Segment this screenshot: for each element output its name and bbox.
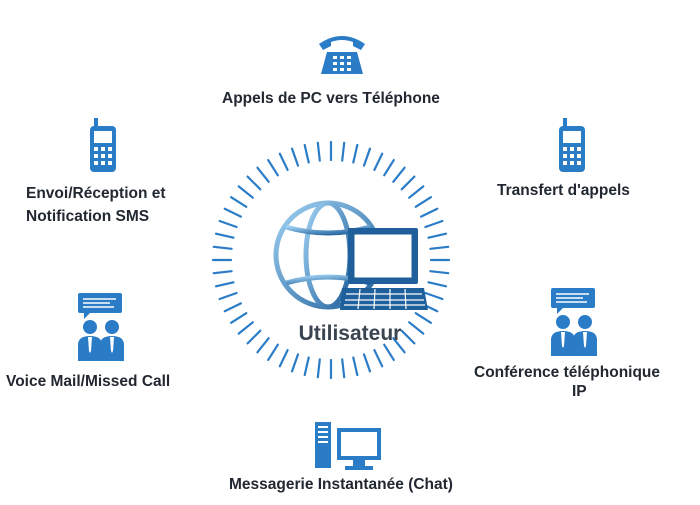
sunburst-ray: [414, 312, 432, 324]
sunburst-ray: [414, 196, 432, 208]
sunburst-ray: [420, 207, 439, 218]
sunburst-ray: [246, 329, 262, 345]
sunburst-ray: [373, 349, 384, 368]
sunburst-ray: [237, 185, 254, 199]
sunburst-ray: [256, 337, 270, 354]
sunburst-ray: [212, 270, 233, 275]
sunburst-ray: [408, 321, 425, 335]
sunburst-ray: [237, 321, 254, 335]
sunburst-ray: [424, 219, 444, 229]
sunburst-ray: [316, 358, 321, 379]
sunburst-ray: [383, 343, 395, 361]
sunburst-ray: [214, 281, 235, 288]
feature-label-lower-right-2: IP: [572, 383, 587, 400]
sunburst-ray: [303, 143, 310, 164]
sunburst-ray: [214, 232, 235, 239]
feature-label-upper-left-1: Envoi/Réception et: [26, 185, 166, 202]
sunburst-ray: [341, 141, 346, 162]
feature-label-top: Appels de PC vers Téléphone: [222, 90, 440, 107]
desktop-computer-icon: [315, 422, 381, 470]
feature-label-upper-right: Transfert d'appels: [497, 182, 630, 199]
sunburst-ray: [352, 356, 359, 377]
sunburst-ray: [429, 270, 450, 275]
sunburst-ray: [278, 349, 289, 368]
sunburst-ray: [290, 353, 300, 373]
sunburst-ray: [316, 141, 321, 162]
laptop-icon: [340, 228, 428, 310]
sunburst-ray: [352, 143, 359, 164]
sunburst-ray: [278, 152, 289, 171]
sunburst-ray: [392, 337, 406, 354]
sunburst-ray: [341, 358, 346, 379]
meeting-people-icon: [551, 288, 597, 356]
sunburst-ray: [218, 219, 238, 229]
sunburst-ray: [212, 245, 233, 250]
sunburst-ray: [383, 159, 395, 177]
sunburst-ray: [424, 291, 444, 301]
sunburst-ray: [429, 245, 450, 250]
sunburst-ray: [230, 196, 248, 208]
sunburst-ray: [392, 166, 406, 183]
sunburst-ray: [362, 147, 372, 167]
feature-label-bottom: Messagerie Instantanée (Chat): [229, 476, 453, 493]
sunburst-ray: [223, 207, 242, 218]
sunburst-ray: [218, 291, 238, 301]
sunburst-ray: [408, 185, 425, 199]
sunburst-ray: [362, 353, 372, 373]
mobile-phone-icon: [559, 118, 585, 172]
sunburst-ray: [256, 166, 270, 183]
mobile-phone-icon: [90, 118, 116, 172]
sunburst-ray: [267, 159, 279, 177]
sunburst-ray: [303, 356, 310, 377]
feature-label-upper-left-2: Notification SMS: [26, 208, 150, 225]
sunburst-ray: [267, 343, 279, 361]
sunburst-ray: [373, 152, 384, 171]
meeting-people-icon: [78, 293, 124, 361]
sunburst-ray: [223, 302, 242, 313]
center-label: Utilisateur: [298, 322, 402, 345]
sunburst-ray: [400, 175, 416, 191]
sunburst-ray: [427, 281, 448, 288]
sunburst-ray: [427, 232, 448, 239]
feature-label-lower-right-1: Conférence téléphonique: [474, 364, 661, 381]
sunburst-ray: [230, 312, 248, 324]
sunburst-ray: [246, 175, 262, 191]
feature-label-lower-left: Voice Mail/Missed Call: [6, 373, 171, 390]
desk-phone-icon: [319, 36, 365, 74]
sunburst-ray: [400, 329, 416, 345]
sunburst-ray: [290, 147, 300, 167]
